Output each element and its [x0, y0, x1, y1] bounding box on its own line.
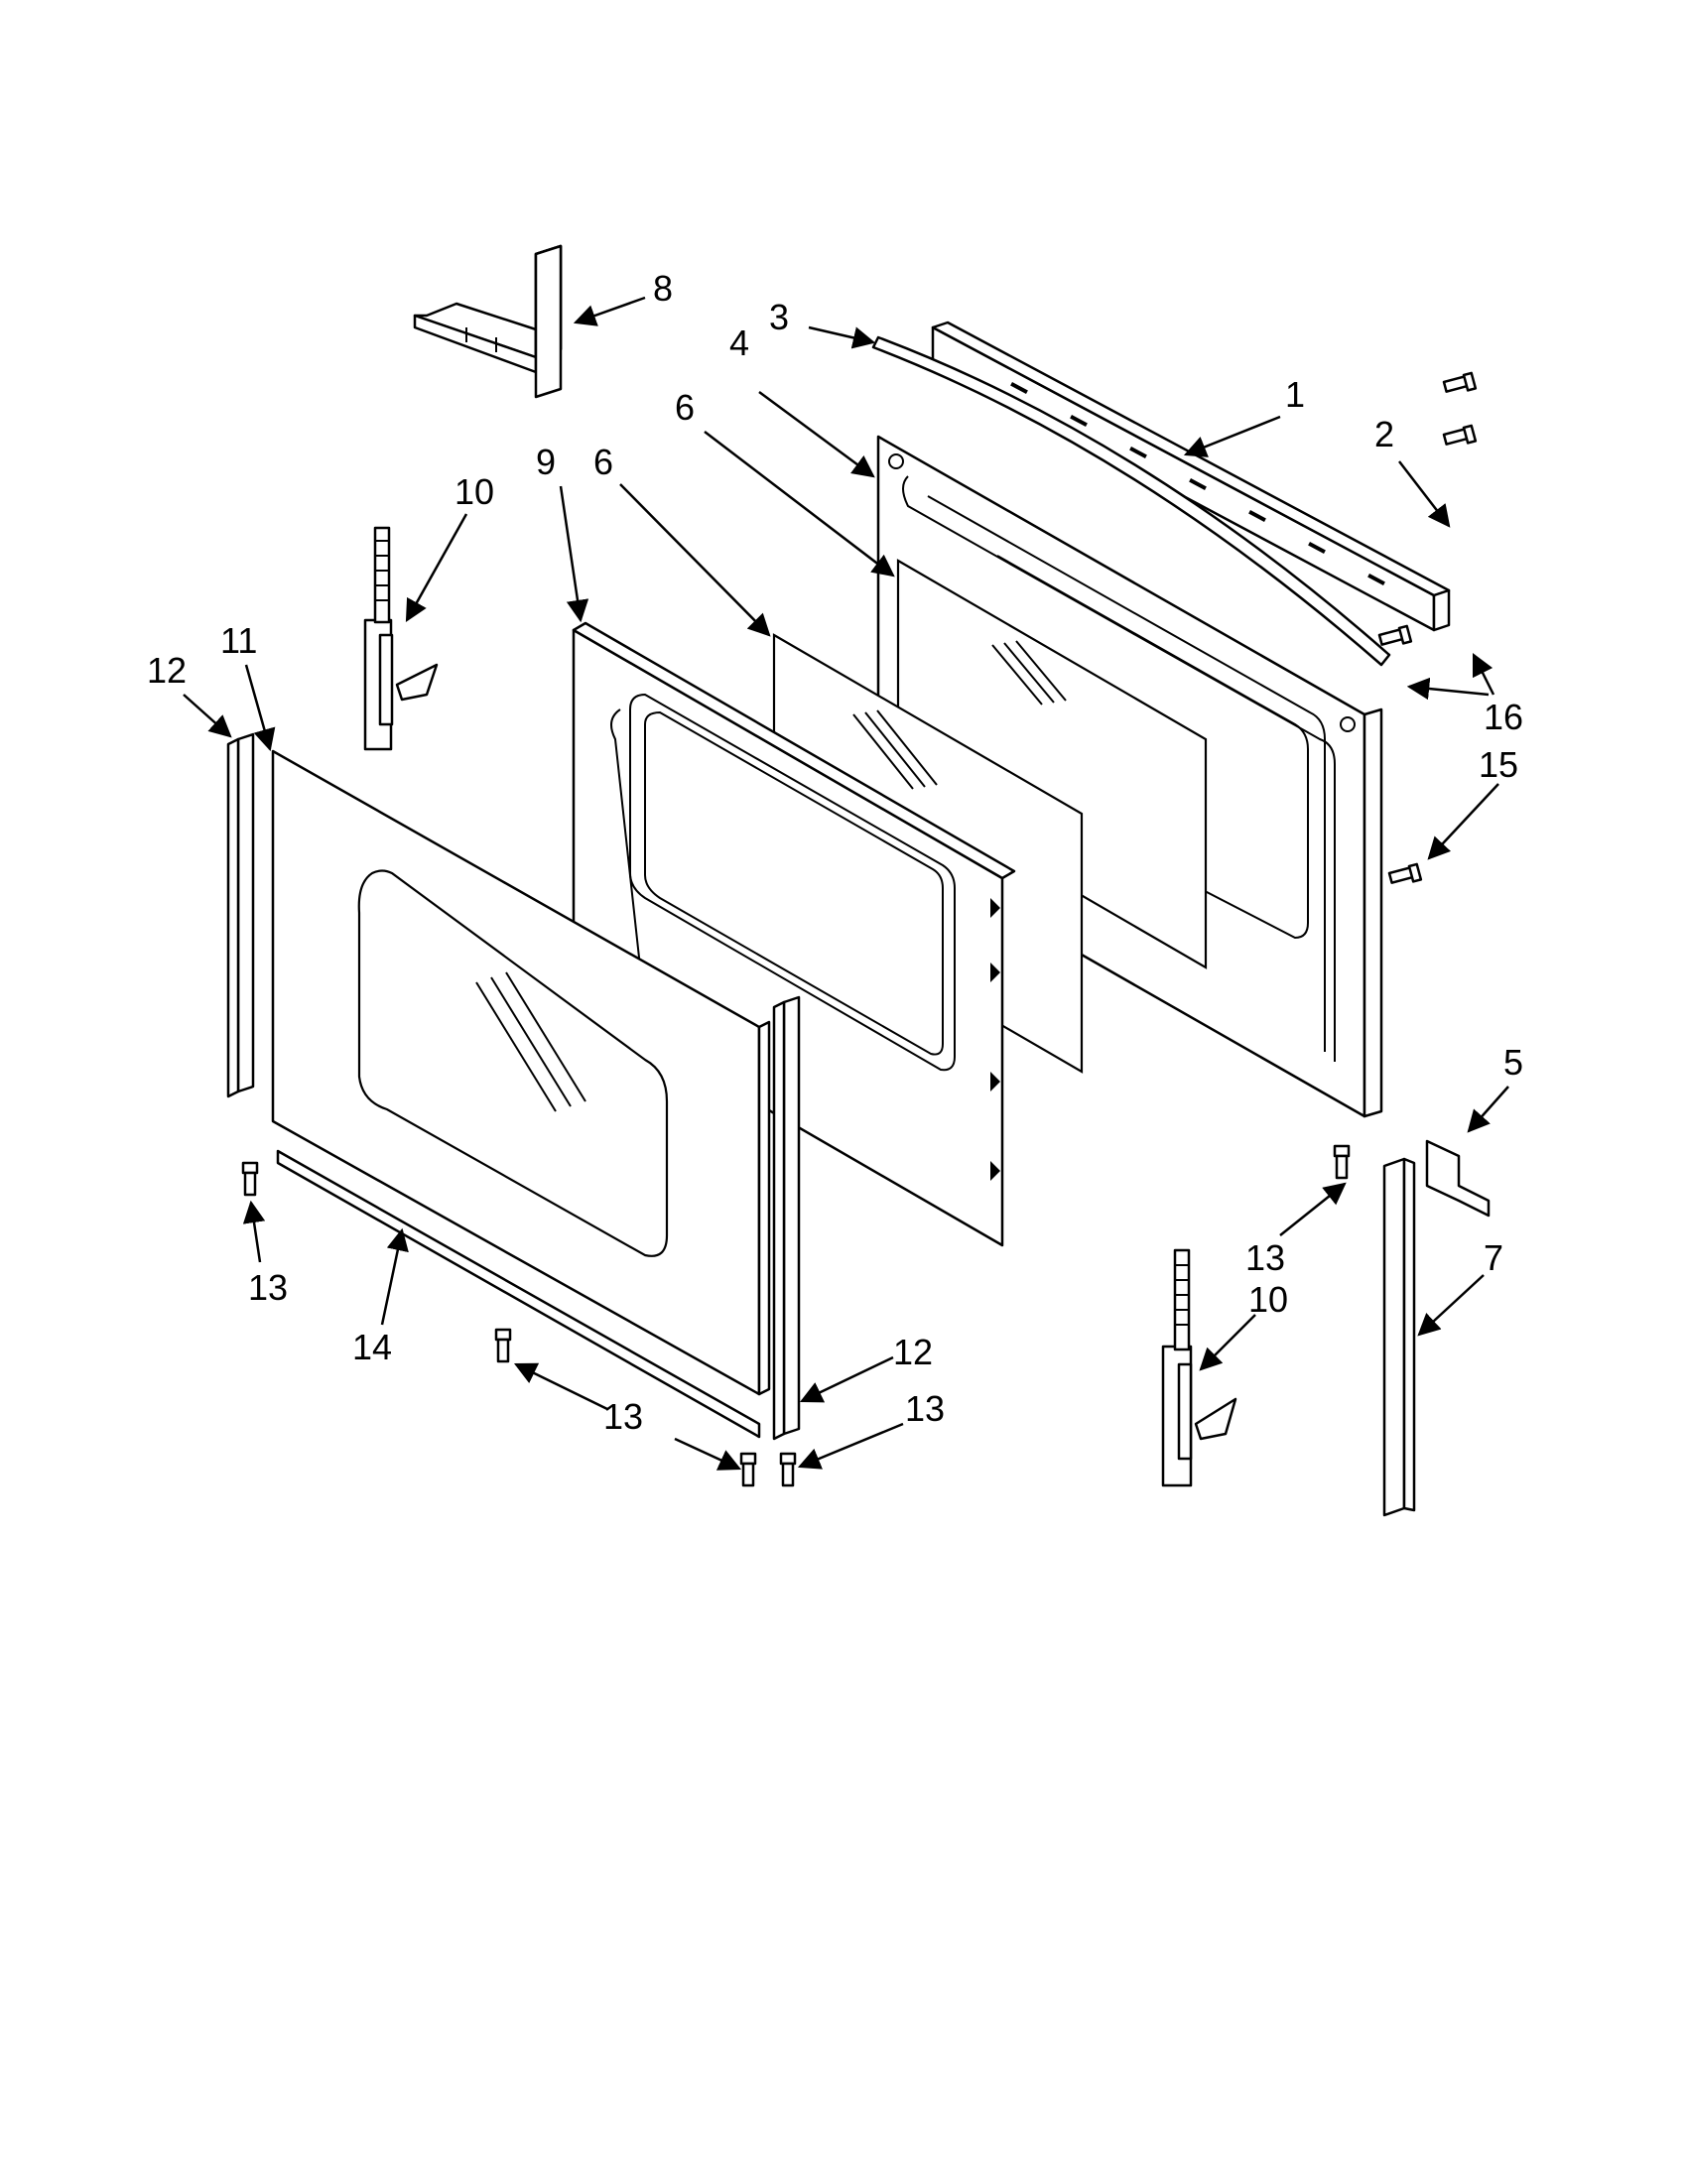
part-3-handle — [871, 335, 1391, 667]
screw-16a — [1442, 424, 1478, 446]
callout-13: 13 — [905, 1388, 945, 1429]
screw-13-left — [241, 1161, 259, 1197]
callout-2: 2 — [1374, 414, 1394, 454]
callout-labels: 8 3 4 1 2 6 9 6 10 11 12 16 15 5 13 14 1… — [147, 268, 1523, 1437]
callout-16: 16 — [1484, 697, 1523, 737]
callout-9: 9 — [536, 442, 556, 482]
callout-12: 12 — [147, 650, 187, 691]
callout-5: 5 — [1503, 1042, 1523, 1083]
part-10-hinge-left — [363, 526, 439, 751]
callout-13: 13 — [1245, 1237, 1285, 1278]
callout-14: 14 — [352, 1327, 392, 1367]
part-8-insulation — [413, 244, 563, 399]
screw-13-bottom — [494, 1328, 512, 1363]
screw-13-right — [1333, 1144, 1351, 1180]
part-14-bottom-trim — [276, 1149, 761, 1439]
callout-4: 4 — [729, 322, 749, 363]
callout-6: 6 — [593, 442, 613, 482]
callout-15: 15 — [1479, 744, 1518, 785]
callout-7: 7 — [1484, 1237, 1503, 1278]
screw-13-bottom-right-a — [739, 1452, 757, 1487]
part-5-bracket — [1425, 1139, 1491, 1218]
callout-13: 13 — [603, 1396, 643, 1437]
part-12-side-trim-right — [772, 995, 801, 1441]
part-11-outer-panel — [271, 749, 771, 1396]
part-9-door-frame — [572, 621, 1016, 1247]
callout-10: 10 — [454, 471, 494, 512]
callout-11: 11 — [220, 620, 257, 661]
callout-13: 13 — [248, 1267, 288, 1308]
callout-1: 1 — [1285, 374, 1305, 415]
part-7-side-trim — [1382, 1157, 1416, 1517]
screw-16b — [1377, 624, 1413, 646]
callout-10: 10 — [1248, 1279, 1288, 1320]
callout-8: 8 — [653, 268, 673, 309]
callout-12: 12 — [893, 1332, 933, 1372]
callout-3: 3 — [769, 297, 789, 337]
leader-lines — [183, 296, 1509, 1471]
callout-6: 6 — [675, 387, 695, 428]
part-1-door-trim — [931, 321, 1451, 632]
part-12-side-trim-left — [226, 732, 255, 1098]
part-10-hinge-right — [1161, 1248, 1237, 1487]
screw-15 — [1387, 862, 1423, 884]
screw-13-bottom-right-b — [779, 1452, 797, 1487]
screw-2 — [1442, 371, 1478, 393]
